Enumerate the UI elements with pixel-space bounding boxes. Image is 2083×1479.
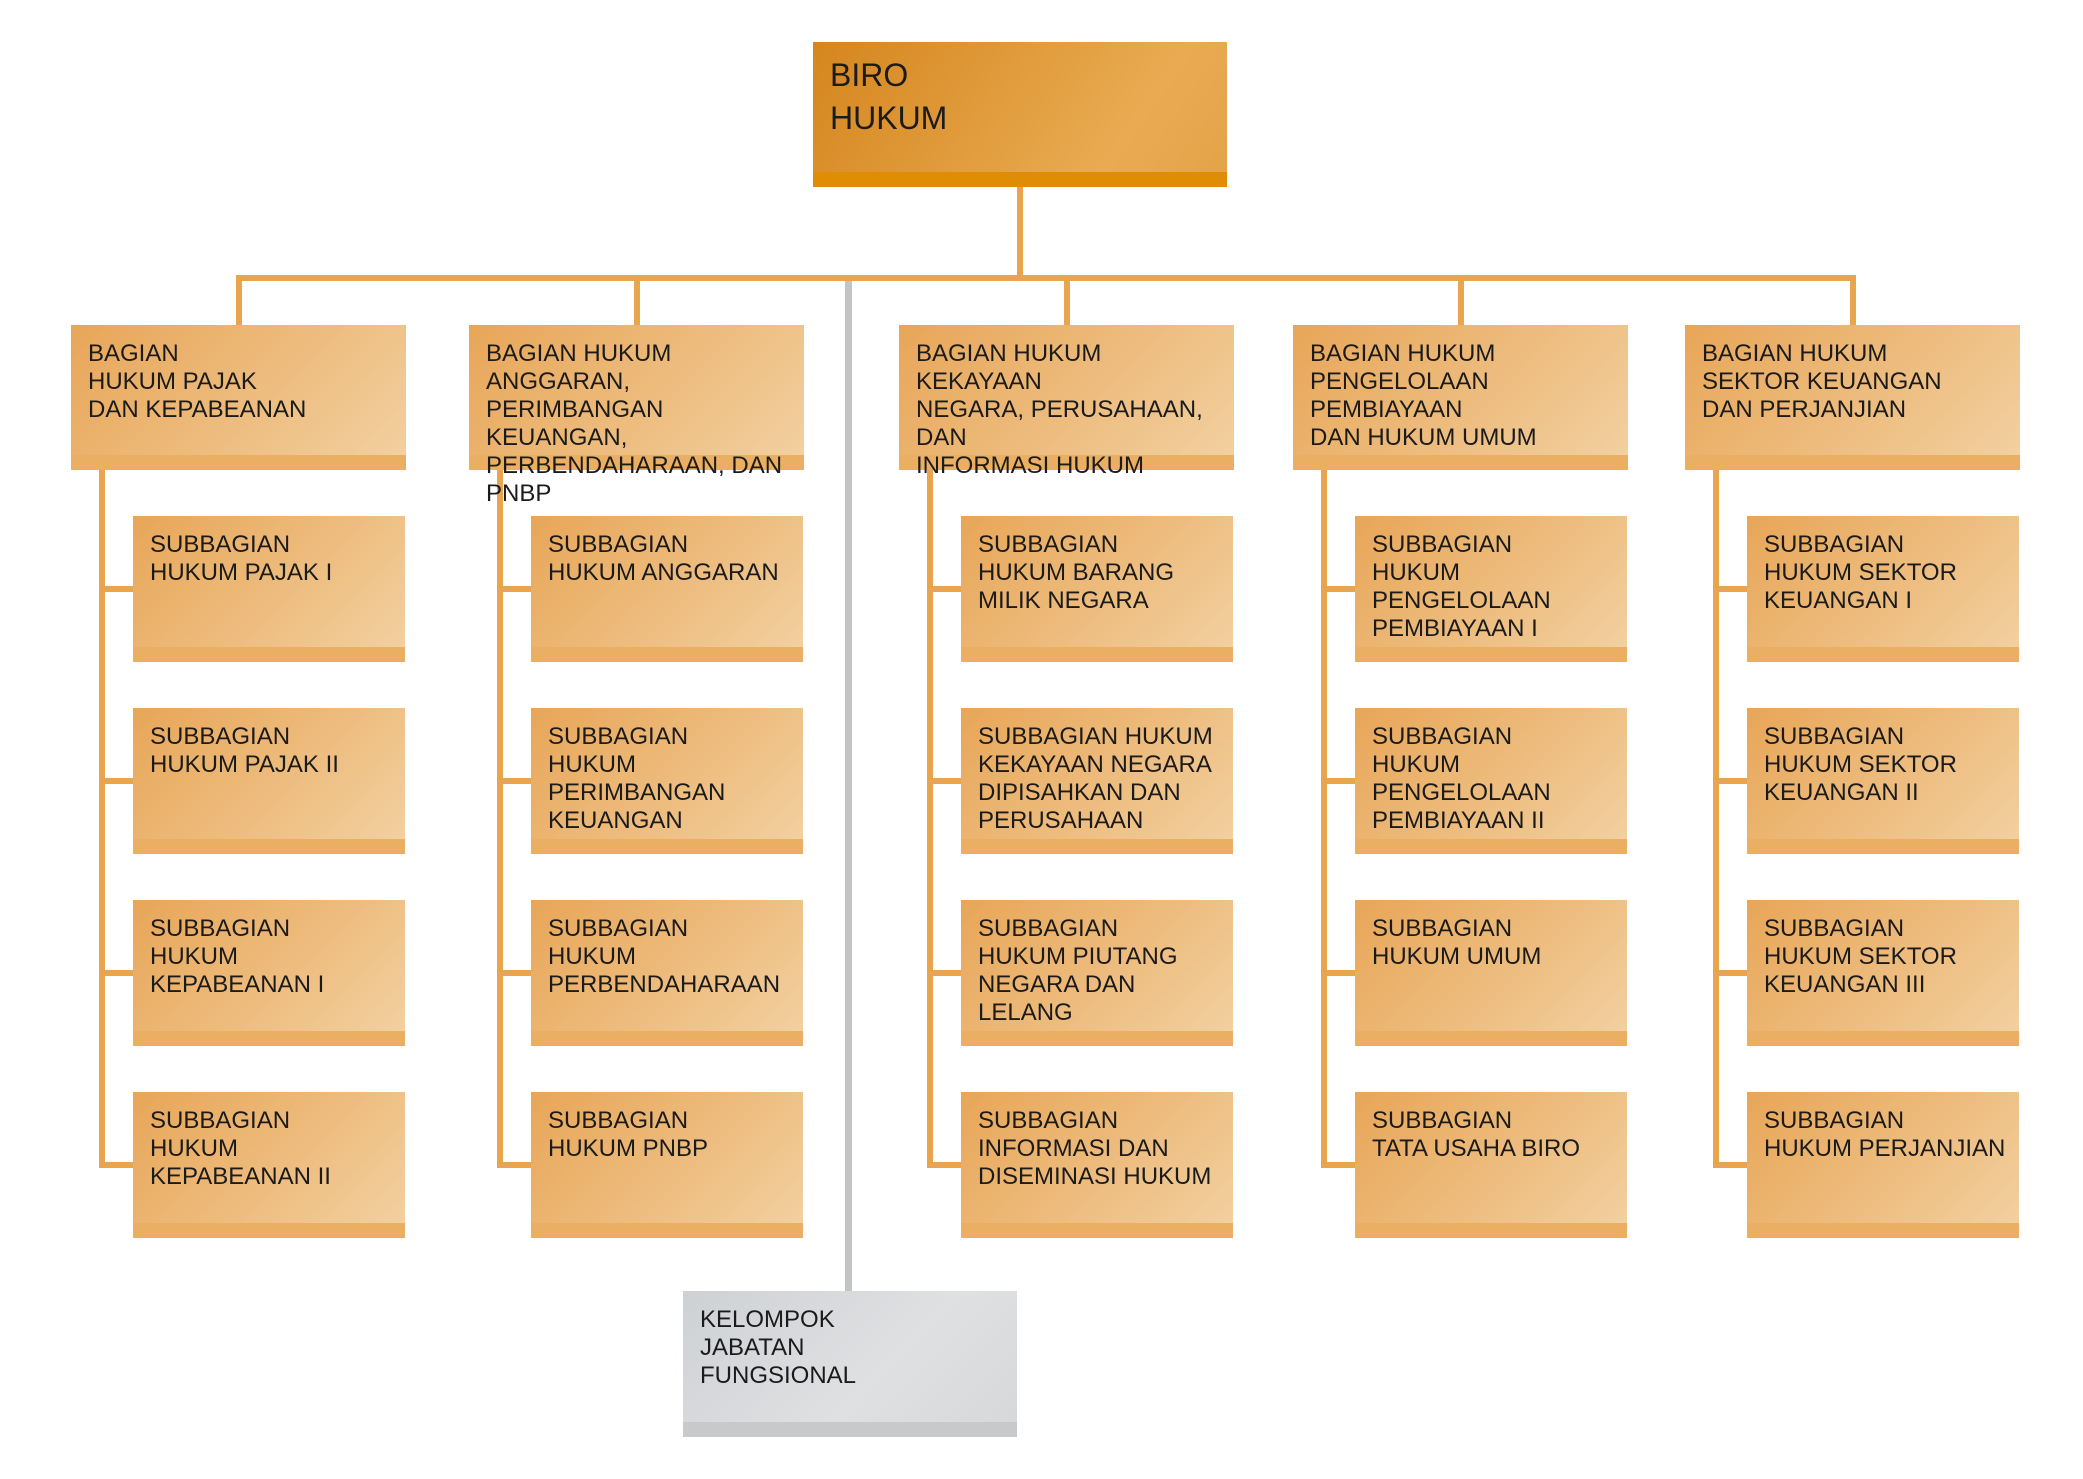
- subdivision-node-1-1: SUBBAGIAN HUKUM PAJAK I: [133, 516, 405, 662]
- connector-stub-3-1: [927, 586, 967, 592]
- connector-stub-1-4: [99, 1162, 139, 1168]
- connector-stub-5-2: [1713, 778, 1753, 784]
- subdivision-node-1-3: SUBBAGIAN HUKUM KEPABEANAN I: [133, 900, 405, 1046]
- connector-spine-division-1: [99, 468, 105, 1168]
- connector-horizontal-bus: [236, 275, 1856, 281]
- subdivision-node-5-2: SUBBAGIAN HUKUM SEKTOR KEUANGAN II: [1747, 708, 2019, 854]
- division-node-1: BAGIAN HUKUM PAJAK DAN KEPABEANAN: [71, 325, 406, 470]
- division-node-2: BAGIAN HUKUM ANGGARAN, PERIMBANGAN KEUAN…: [469, 325, 804, 507]
- subdivision-node-4-2: SUBBAGIAN HUKUM PENGELOLAAN PEMBIAYAAN I…: [1355, 708, 1627, 854]
- connector-stub-5-4: [1713, 1162, 1753, 1168]
- functional-group-node: KELOMPOK JABATAN FUNGSIONAL: [683, 1291, 1017, 1437]
- connector-stub-3-4: [927, 1162, 967, 1168]
- connector-stub-2-2: [497, 778, 537, 784]
- connector-stub-2-3: [497, 970, 537, 976]
- connector-drop-division-4: [1458, 281, 1464, 325]
- connector-drop-division-3: [1064, 281, 1070, 325]
- connector-stub-1-1: [99, 586, 139, 592]
- connector-stub-3-3: [927, 970, 967, 976]
- subdivision-node-5-1: SUBBAGIAN HUKUM SEKTOR KEUANGAN I: [1747, 516, 2019, 662]
- connector-stub-4-1: [1321, 586, 1361, 592]
- subdivision-node-1-2: SUBBAGIAN HUKUM PAJAK II: [133, 708, 405, 854]
- division-node-3: BAGIAN HUKUM KEKAYAAN NEGARA, PERUSAHAAN…: [899, 325, 1234, 479]
- subdivision-node-5-4: SUBBAGIAN HUKUM PERJANJIAN: [1747, 1092, 2019, 1238]
- connector-stub-3-2: [927, 778, 967, 784]
- connector-stub-1-2: [99, 778, 139, 784]
- connector-stub-1-3: [99, 970, 139, 976]
- connector-spine-division-3: [927, 468, 933, 1168]
- connector-stub-2-1: [497, 586, 537, 592]
- connector-root-riser: [1017, 187, 1023, 276]
- connector-drop-division-5: [1850, 281, 1856, 325]
- connector-spine-division-4: [1321, 468, 1327, 1168]
- subdivision-node-3-2: SUBBAGIAN HUKUM KEKAYAAN NEGARA DIPISAHK…: [961, 708, 1233, 854]
- subdivision-node-3-4: SUBBAGIAN INFORMASI DAN DISEMINASI HUKUM: [961, 1092, 1233, 1238]
- connector-spine-division-2: [497, 468, 503, 1168]
- subdivision-node-2-3: SUBBAGIAN HUKUM PERBENDAHARAAN: [531, 900, 803, 1046]
- connector-drop-functional-group: [845, 281, 852, 1291]
- subdivision-node-3-3: SUBBAGIAN HUKUM PIUTANG NEGARA DAN LELAN…: [961, 900, 1233, 1046]
- subdivision-node-5-3: SUBBAGIAN HUKUM SEKTOR KEUANGAN III: [1747, 900, 2019, 1046]
- connector-stub-2-4: [497, 1162, 537, 1168]
- root-node-biro-hukum: BIRO HUKUM: [813, 42, 1227, 187]
- connector-stub-4-2: [1321, 778, 1361, 784]
- subdivision-node-2-2: SUBBAGIAN HUKUM PERIMBANGAN KEUANGAN: [531, 708, 803, 854]
- connector-stub-4-3: [1321, 970, 1361, 976]
- subdivision-node-4-3: SUBBAGIAN HUKUM UMUM: [1355, 900, 1627, 1046]
- division-node-4: BAGIAN HUKUM PENGELOLAAN PEMBIAYAAN DAN …: [1293, 325, 1628, 470]
- subdivision-node-3-1: SUBBAGIAN HUKUM BARANG MILIK NEGARA: [961, 516, 1233, 662]
- subdivision-node-1-4: SUBBAGIAN HUKUM KEPABEANAN II: [133, 1092, 405, 1238]
- connector-drop-division-2: [634, 281, 640, 325]
- division-node-5: BAGIAN HUKUM SEKTOR KEUANGAN DAN PERJANJ…: [1685, 325, 2020, 470]
- subdivision-node-4-1: SUBBAGIAN HUKUM PENGELOLAAN PEMBIAYAAN I: [1355, 516, 1627, 662]
- subdivision-node-4-4: SUBBAGIAN TATA USAHA BIRO: [1355, 1092, 1627, 1238]
- connector-stub-5-1: [1713, 586, 1753, 592]
- connector-spine-division-5: [1713, 468, 1719, 1168]
- connector-drop-division-1: [236, 281, 242, 325]
- connector-stub-4-4: [1321, 1162, 1361, 1168]
- connector-stub-5-3: [1713, 970, 1753, 976]
- subdivision-node-2-1: SUBBAGIAN HUKUM ANGGARAN: [531, 516, 803, 662]
- subdivision-node-2-4: SUBBAGIAN HUKUM PNBP: [531, 1092, 803, 1238]
